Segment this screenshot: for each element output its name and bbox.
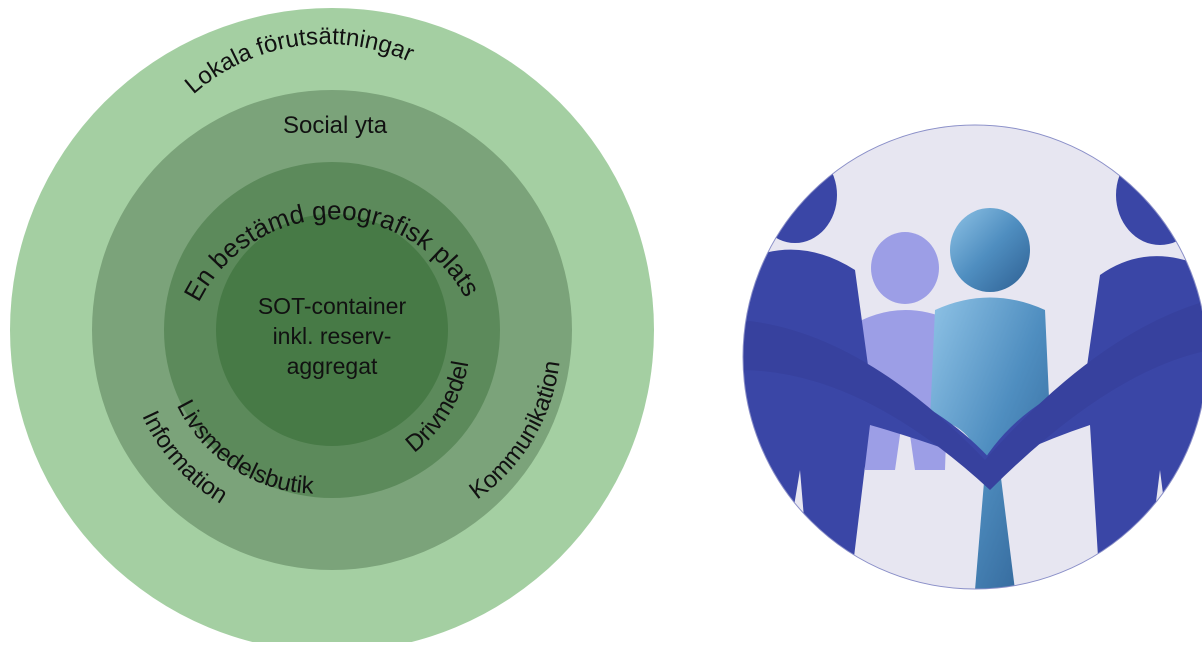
social-yta-label: Social yta: [283, 112, 388, 139]
illustration-border: [742, 124, 1202, 590]
concentric-diagram: Lokala förutsättningar Social yta Inform…: [10, 8, 654, 647]
core-line-1: SOT-container: [258, 293, 407, 319]
core-line-3: aggregat: [287, 353, 378, 379]
ring-core: [216, 214, 448, 446]
core-line-2: inkl. reserv-: [273, 323, 392, 349]
svg-text:Social yta: Social yta: [283, 112, 388, 139]
